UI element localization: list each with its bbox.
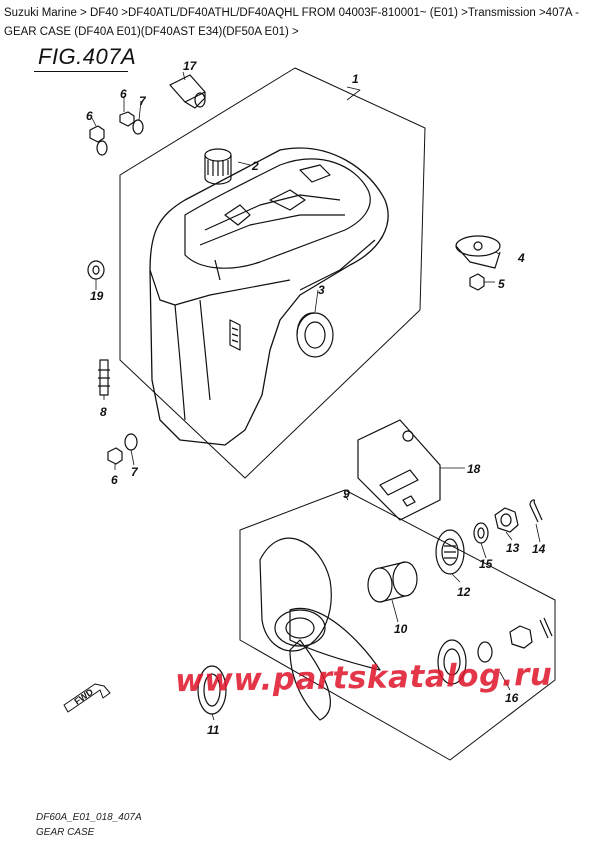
callout-6-mid[interactable]: 6 xyxy=(120,87,127,101)
breadcrumb[interactable]: Suzuki Marine > DF40 >DF40ATL/DF40ATHL/D… xyxy=(4,7,579,38)
callout-6-lower[interactable]: 6 xyxy=(111,473,118,487)
part-10-bushing xyxy=(367,561,418,603)
part-6-bolt-mid xyxy=(119,111,135,127)
drawing-name: GEAR CASE xyxy=(36,827,95,838)
gear-case-body xyxy=(149,147,389,446)
callout-14[interactable]: 14 xyxy=(532,542,546,556)
part-7-washer-left xyxy=(96,140,108,156)
callout-7-top[interactable]: 7 xyxy=(139,94,147,108)
part-12-spacer xyxy=(435,529,465,575)
watermark: www.partskatalog.ru xyxy=(174,656,553,700)
callout-1[interactable]: 1 xyxy=(352,72,359,86)
part-6-bolt-lower xyxy=(107,447,123,465)
part-19-nut xyxy=(87,260,105,280)
gear-case-assembly-frame xyxy=(119,67,426,479)
callout-13[interactable]: 13 xyxy=(506,541,520,555)
callout-5[interactable]: 5 xyxy=(498,277,505,291)
callout-7-lower[interactable]: 7 xyxy=(131,465,139,479)
callout-11[interactable]: 11 xyxy=(207,723,220,737)
propeller-assembly-frame xyxy=(239,489,556,761)
part-18-group xyxy=(357,419,441,521)
callout-16[interactable]: 16 xyxy=(505,691,519,705)
part-5-bolt xyxy=(469,273,485,291)
figure-title: FIG.407A xyxy=(38,44,137,69)
leader-lines xyxy=(91,71,541,721)
part-6-bolt-top xyxy=(89,125,105,143)
callout-8[interactable]: 8 xyxy=(100,405,107,419)
callout-19[interactable]: 19 xyxy=(90,289,104,303)
part-4-anode xyxy=(455,235,501,269)
fwd-arrow-label: FWD xyxy=(72,686,95,706)
callout-2[interactable]: 2 xyxy=(251,159,259,173)
callout-18[interactable]: 18 xyxy=(467,462,481,476)
callout-4[interactable]: 4 xyxy=(517,251,525,265)
part-15-washer xyxy=(473,522,489,544)
part-3-bearing xyxy=(296,312,334,358)
part-7-washer-top xyxy=(132,119,144,135)
callout-12[interactable]: 12 xyxy=(457,585,471,599)
propeller xyxy=(259,537,381,721)
callout-6-top[interactable]: 6 xyxy=(86,109,93,123)
title-underline xyxy=(34,71,128,72)
part-13-nut xyxy=(494,507,519,533)
part-16-group xyxy=(437,617,553,685)
callout-17[interactable]: 17 xyxy=(183,59,198,73)
callout-3[interactable]: 3 xyxy=(318,283,325,297)
drawing-code: DF60A_E01_018_407A xyxy=(36,812,142,823)
part-8-stud xyxy=(98,359,110,396)
callout-9[interactable]: 9 xyxy=(343,487,350,501)
part-17-plug xyxy=(169,74,206,109)
fwd-arrow-icon xyxy=(63,683,111,713)
callout-10[interactable]: 10 xyxy=(394,622,408,636)
part-2-bushing xyxy=(204,148,232,185)
callout-15[interactable]: 15 xyxy=(479,557,493,571)
part-14-cotter-pin xyxy=(529,499,543,523)
part-7-washer-lower xyxy=(124,433,138,451)
